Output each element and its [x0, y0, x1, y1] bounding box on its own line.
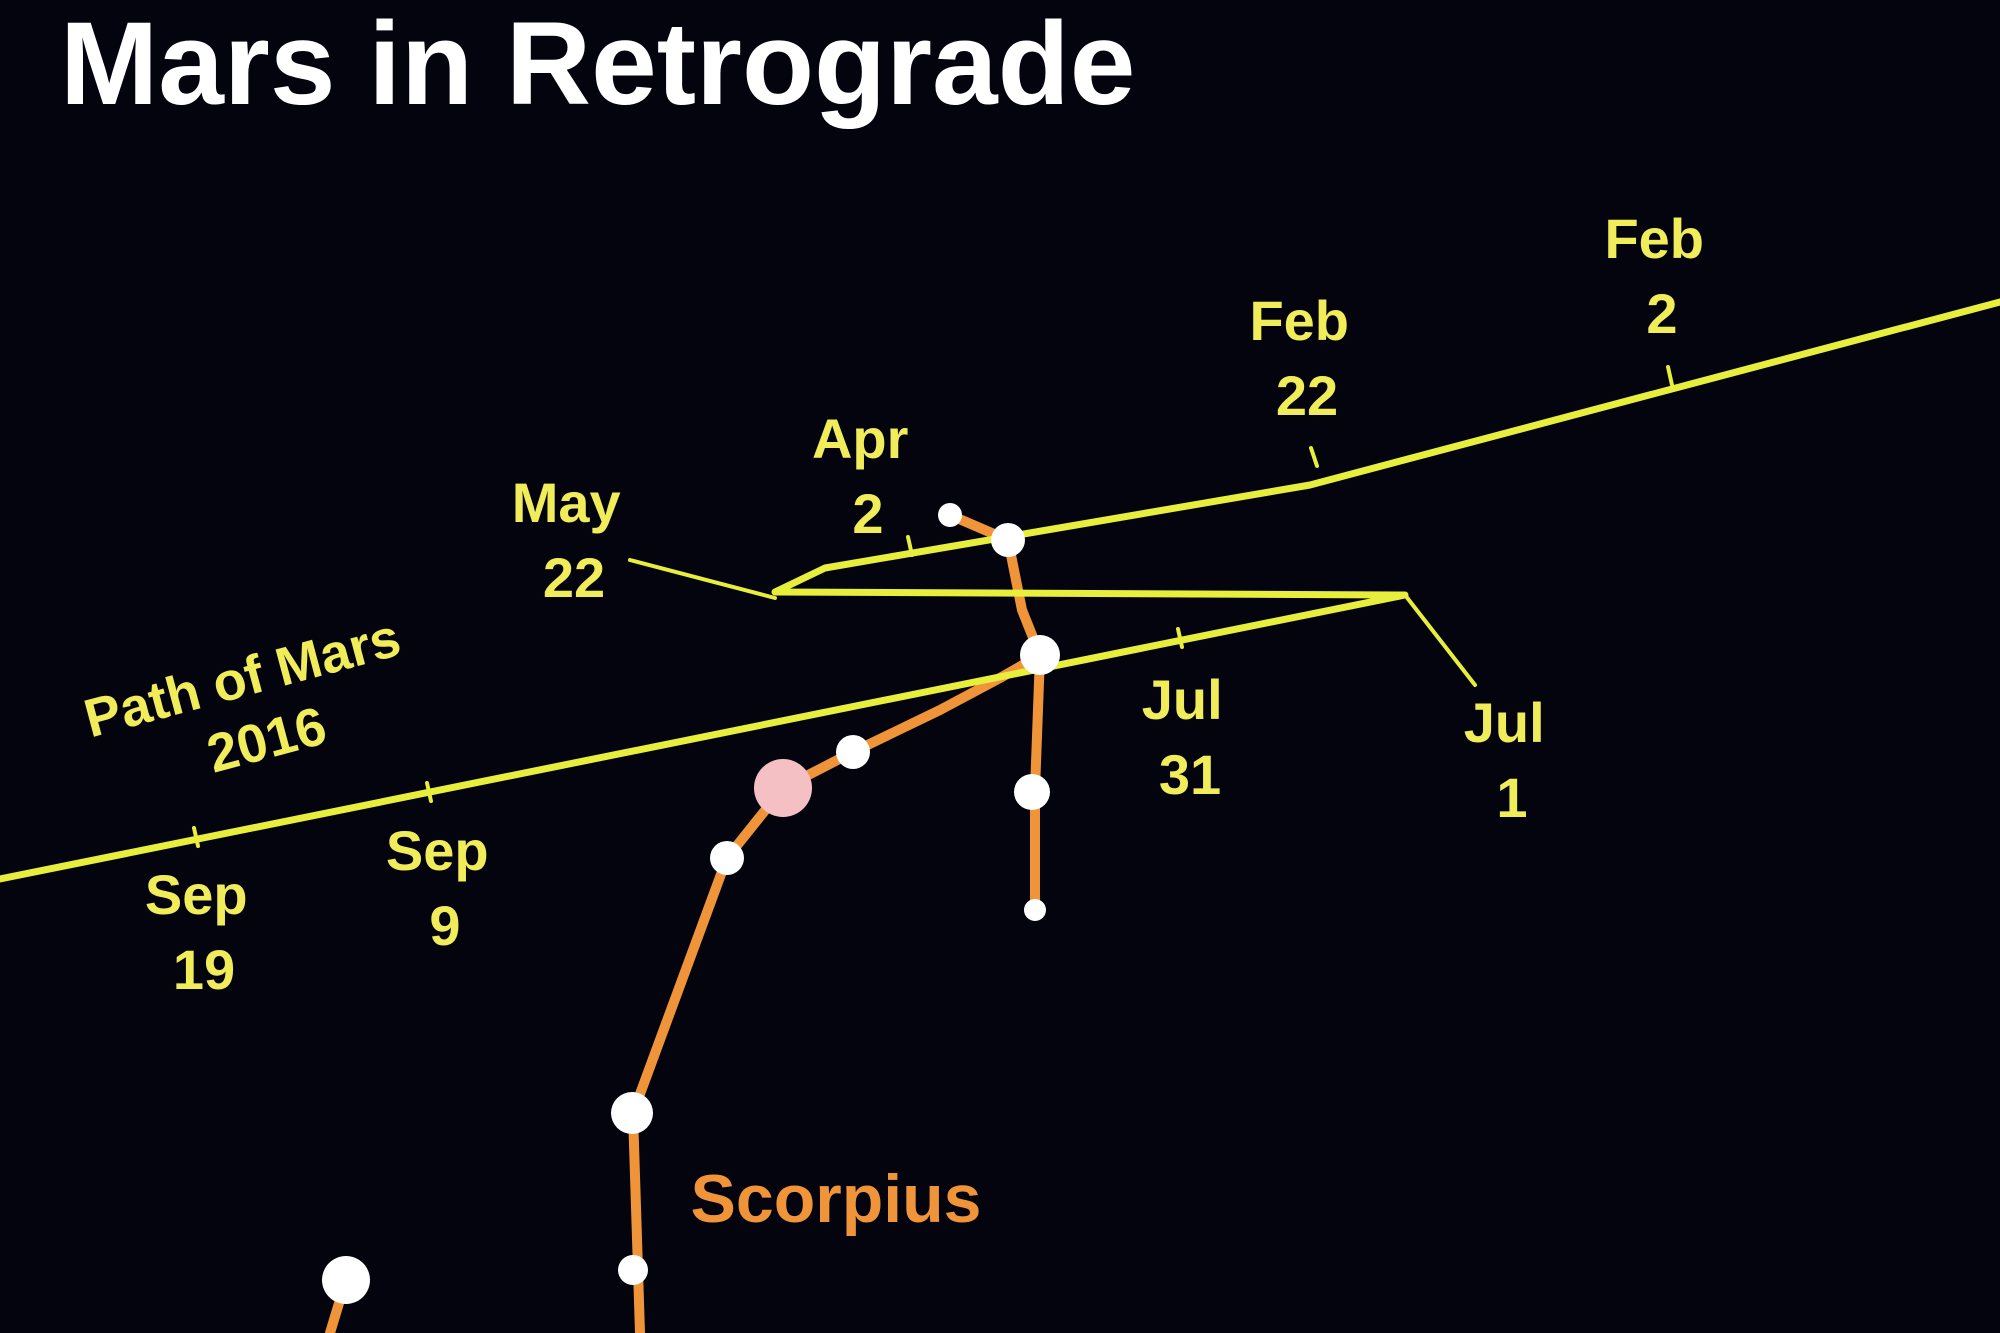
star — [1014, 774, 1050, 810]
tick-feb-2 — [1666, 365, 1674, 387]
date-label-jul-1: Jul 1 — [1464, 691, 1560, 829]
mars-path — [0, 298, 2000, 883]
date-label-feb-22: Feb 22 — [1249, 289, 1364, 427]
star — [1020, 635, 1060, 675]
date-label-sep-9: Sep 9 — [386, 819, 504, 957]
star — [938, 503, 962, 527]
tick-sep-9 — [425, 781, 433, 803]
star — [710, 841, 744, 875]
leader-may-22 — [628, 558, 777, 600]
date-label-month: Sep — [145, 863, 248, 926]
date-label-day: 22 — [1276, 364, 1338, 427]
date-label-jul-31: Jul 31 — [1142, 668, 1238, 806]
date-label-month: Feb — [1249, 289, 1349, 352]
star — [618, 1255, 648, 1285]
date-label-month: Feb — [1604, 207, 1704, 270]
date-label-sep-19: Sep 19 — [145, 863, 263, 1001]
tick-sep-19 — [192, 826, 200, 848]
constellation-label: Scorpius — [691, 1161, 982, 1237]
path-label: Path of Mars 2016 — [78, 604, 438, 813]
date-label-month: Sep — [386, 819, 489, 882]
tick-jul-31 — [1176, 627, 1184, 649]
date-label-day: 1 — [1496, 766, 1527, 829]
date-label-month: Jul — [1464, 691, 1545, 754]
mars-path-line — [0, 298, 2000, 883]
date-label-month: May — [512, 471, 621, 534]
scorpius-stars — [322, 503, 1060, 1304]
date-label-apr-2: Apr 2 — [812, 407, 924, 545]
date-label-day: 22 — [543, 546, 605, 609]
date-label-may-22: May 22 — [512, 471, 637, 609]
date-label-day: 2 — [852, 482, 883, 545]
date-label-day: 19 — [173, 938, 235, 1001]
diagram-title: Mars in Retrograde — [60, 0, 1136, 130]
leader-jul-1 — [1403, 593, 1477, 687]
star — [322, 1256, 370, 1304]
date-labels: Feb 2 Feb 22 Apr 2 May 22 Jul 1 Jul 31 — [145, 207, 1719, 1001]
date-label-day: 31 — [1159, 743, 1221, 806]
tick-feb-22 — [1309, 446, 1319, 468]
star — [991, 523, 1025, 557]
date-label-day: 9 — [429, 894, 460, 957]
star — [1024, 899, 1046, 921]
date-label-feb-2: Feb 2 — [1604, 207, 1719, 345]
date-label-day: 2 — [1646, 282, 1677, 345]
antares-star — [754, 759, 812, 817]
date-label-month: Apr — [812, 407, 908, 470]
date-label-month: Jul — [1142, 668, 1223, 731]
scorpius-line-head — [945, 510, 1045, 915]
tick-apr-2 — [906, 535, 914, 557]
star — [836, 735, 870, 769]
star — [611, 1092, 653, 1134]
